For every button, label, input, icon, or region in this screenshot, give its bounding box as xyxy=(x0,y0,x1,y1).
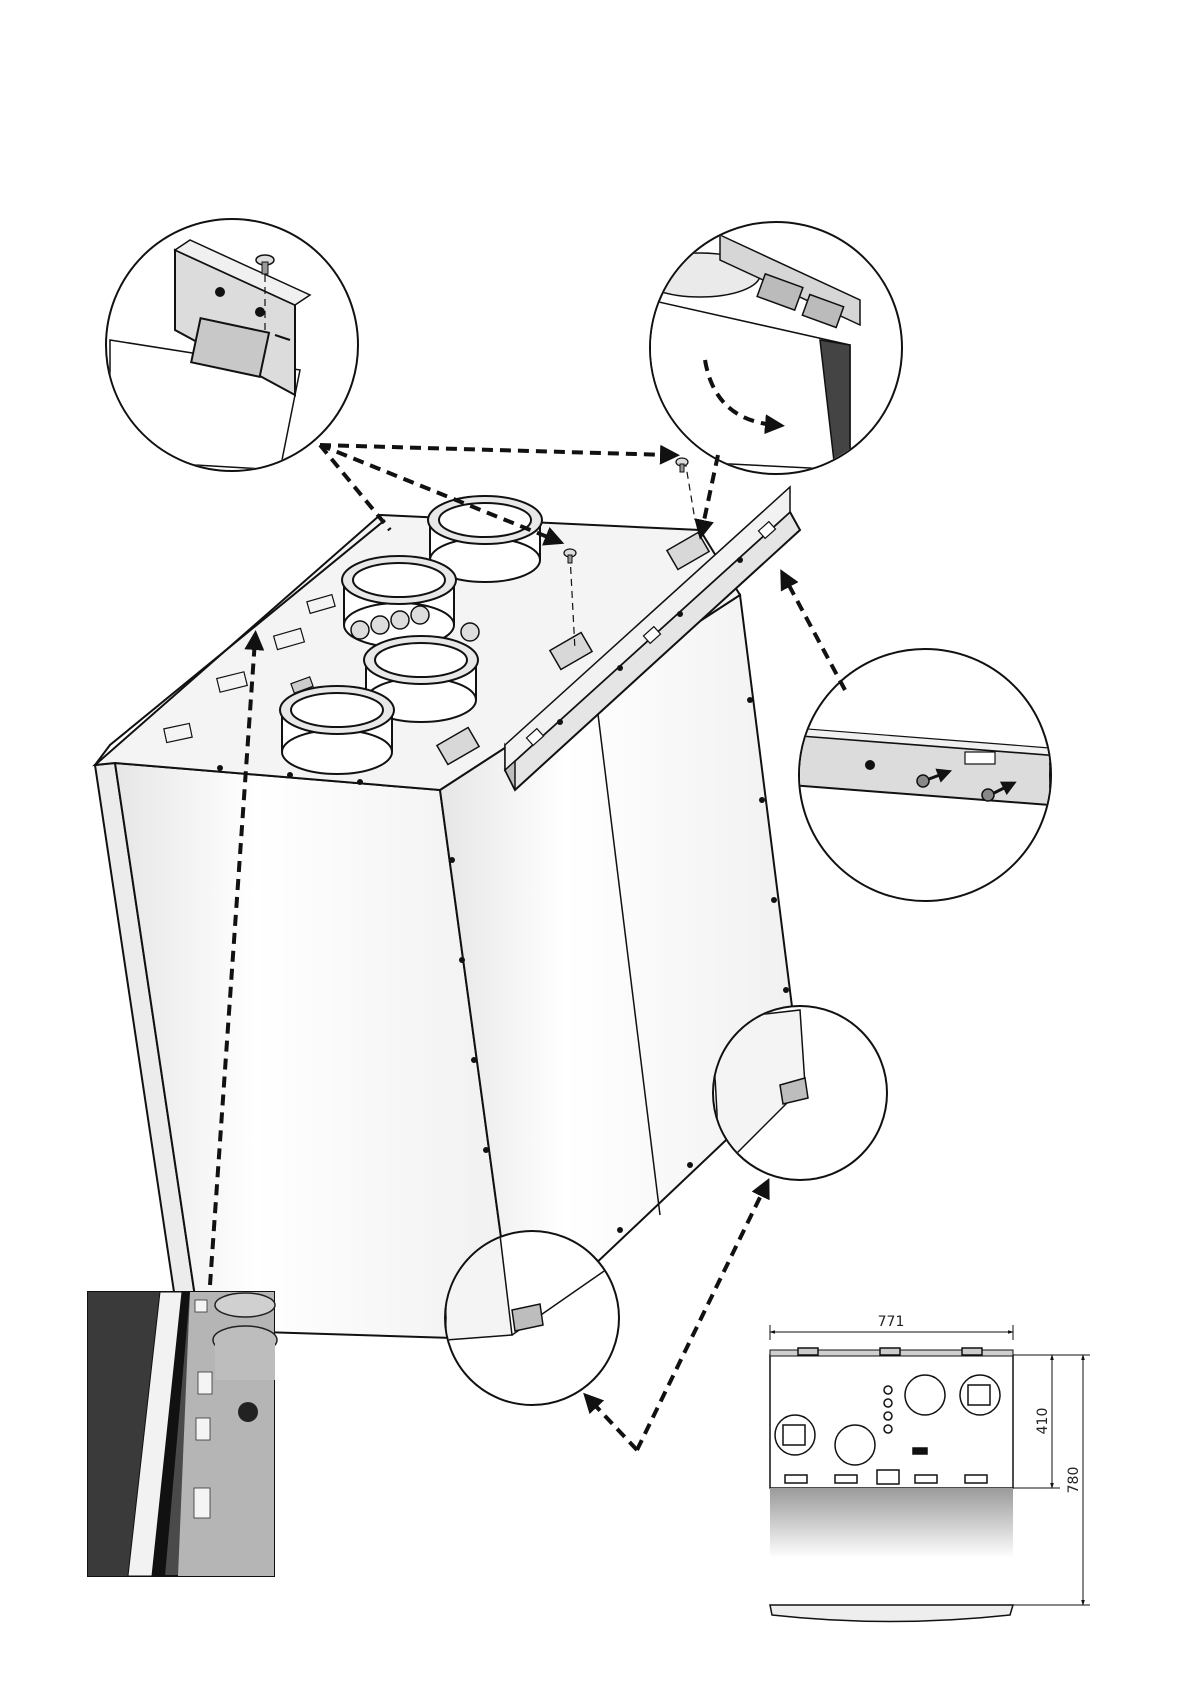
bottom-view-profile xyxy=(770,1605,1013,1622)
detail-foot-left xyxy=(445,1231,620,1405)
detail-foot-right xyxy=(712,1006,887,1180)
dim-height-upper-label: 410 xyxy=(1035,1408,1051,1435)
detail-rail-screws xyxy=(790,649,1051,901)
duct-collar-4 xyxy=(280,686,394,774)
dimension-drawing: 771 410 780 xyxy=(770,1314,1090,1622)
detail-screw-bracket xyxy=(106,219,358,471)
detail-hang-unit xyxy=(640,222,902,474)
dim-height-total-label: 780 xyxy=(1066,1467,1082,1494)
screw-icon xyxy=(676,458,688,472)
dim-width-label: 771 xyxy=(878,1314,905,1330)
photo-inset xyxy=(88,1292,277,1576)
